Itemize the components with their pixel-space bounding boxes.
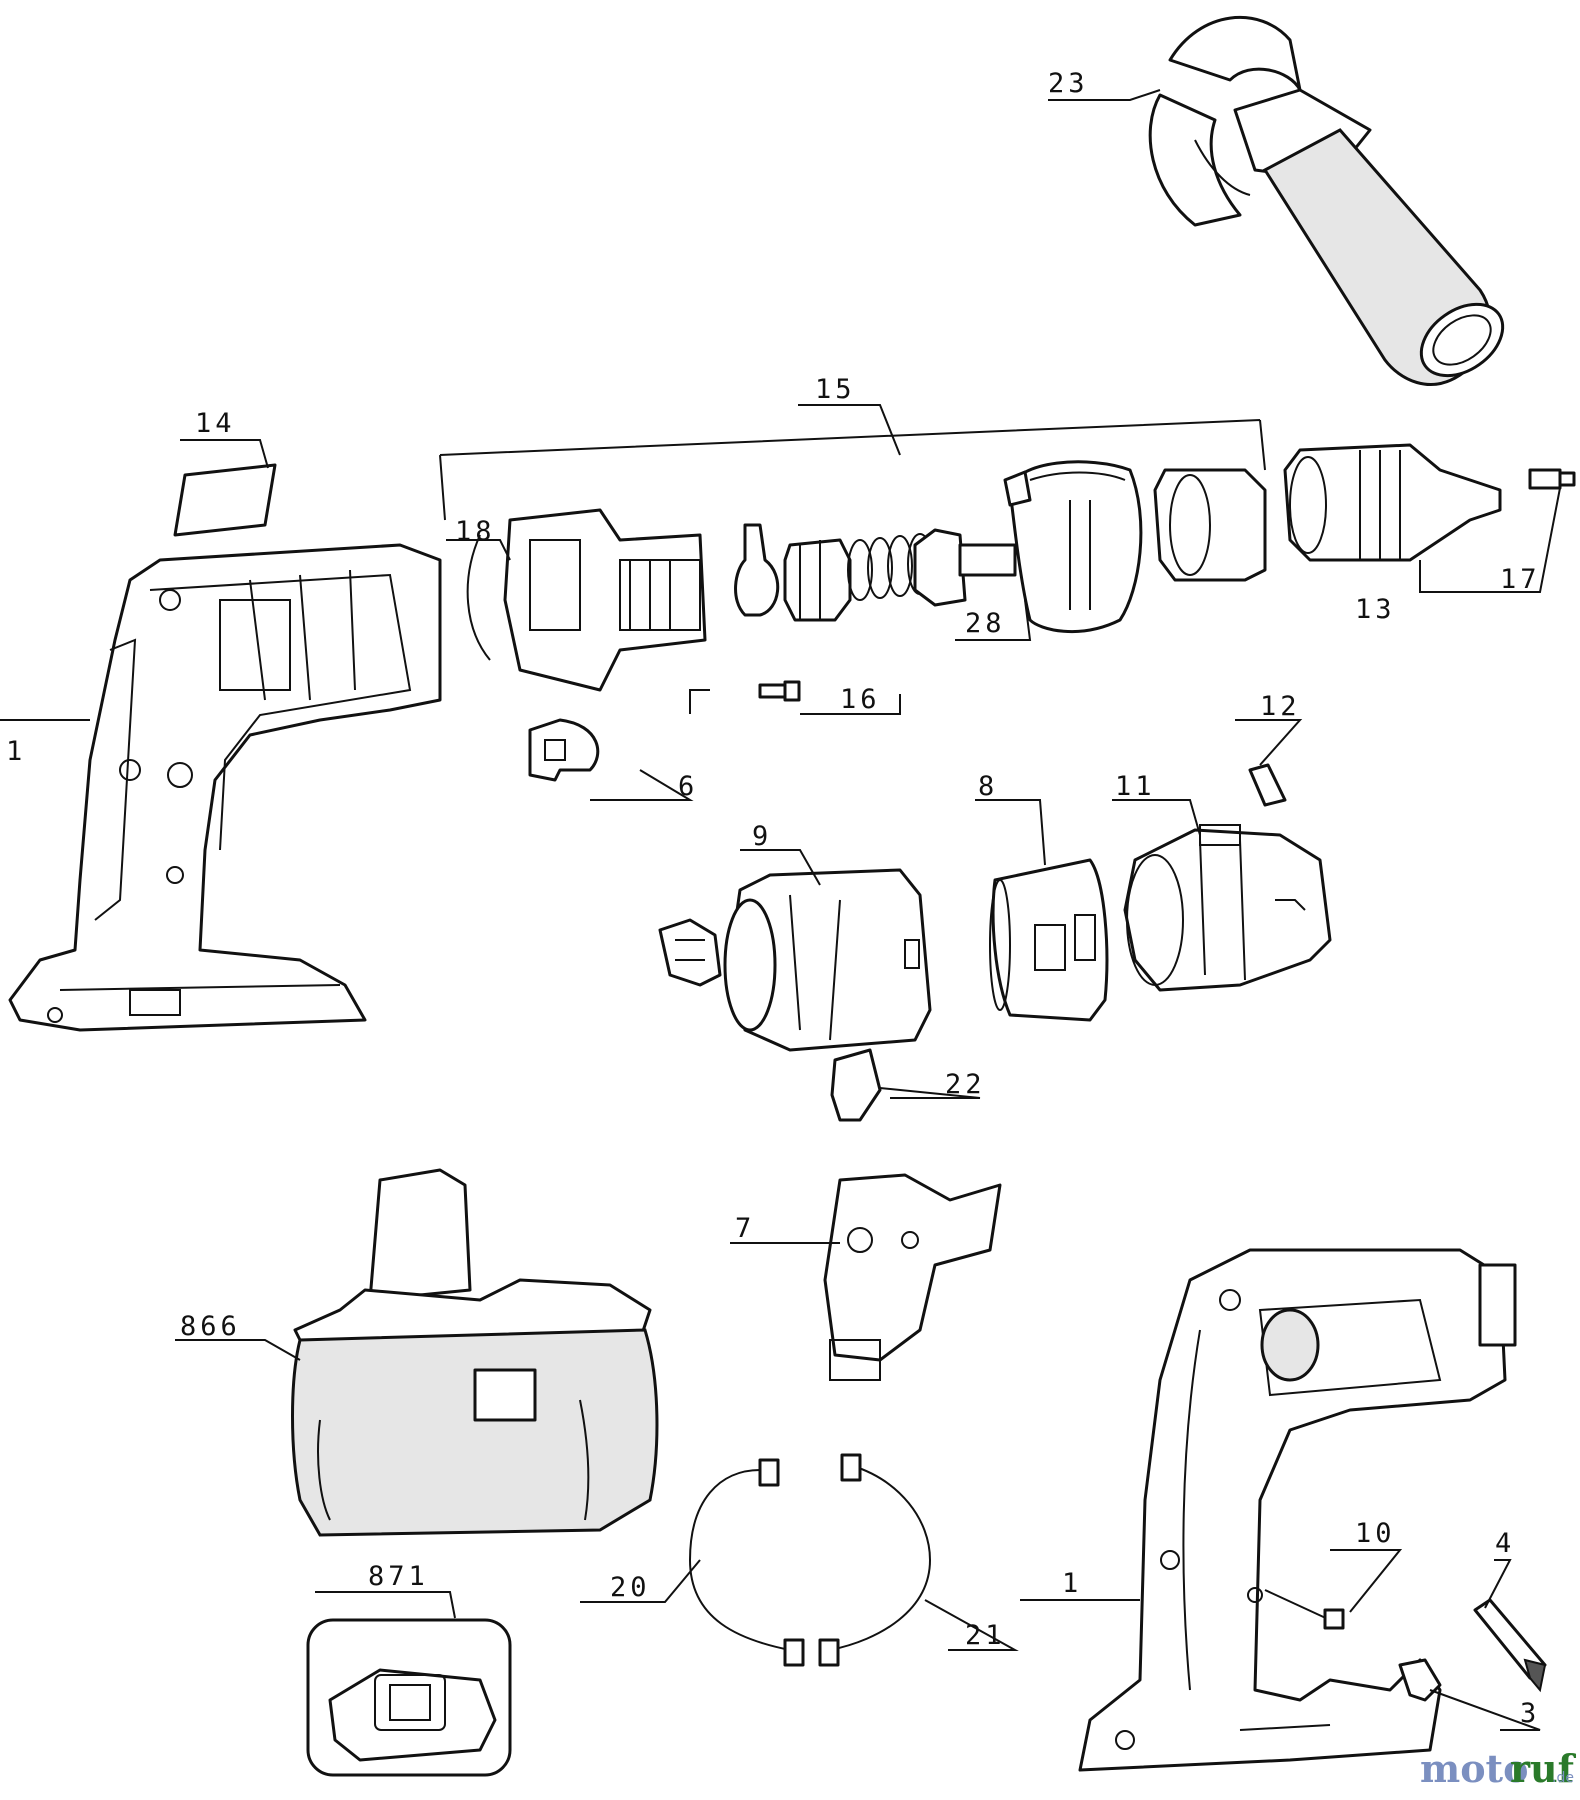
housing-half-left xyxy=(8,543,442,1032)
trigger-switch xyxy=(823,1173,1002,1381)
motor xyxy=(723,868,932,1052)
label-16: 16 xyxy=(840,684,881,715)
lead-wire-left xyxy=(688,1458,805,1667)
motor-clip xyxy=(830,1048,882,1122)
label-13: 13 xyxy=(1355,594,1396,625)
clutch-sleeve xyxy=(1153,468,1267,582)
leader-lines xyxy=(0,89,1561,1731)
label-plate xyxy=(173,463,277,537)
lead-wire-right xyxy=(818,1453,932,1667)
label-14: 14 xyxy=(195,408,236,439)
watermark-brand-a: moto xyxy=(1420,1746,1528,1791)
clip-part xyxy=(528,718,600,782)
gear-housing xyxy=(1123,824,1332,992)
brush-holder xyxy=(658,918,722,987)
mode-collar xyxy=(1003,460,1143,633)
side-handle xyxy=(1148,16,1505,386)
label-1a: 1 xyxy=(6,736,26,767)
label-866: 866 xyxy=(180,1311,241,1342)
shift-fork xyxy=(734,523,780,617)
label-21: 21 xyxy=(965,1620,1006,1651)
label-11: 11 xyxy=(1115,771,1156,802)
watermark-logo: moto ruf .de xyxy=(1420,1746,1577,1791)
label-871: 871 xyxy=(368,1561,429,1592)
label-3: 3 xyxy=(1520,1698,1540,1729)
label-6: 6 xyxy=(678,771,698,802)
watermark-suffix: .de xyxy=(1552,1770,1574,1786)
label-9: 9 xyxy=(752,821,772,852)
chuck-screw xyxy=(1528,468,1576,490)
label-18: 18 xyxy=(455,516,496,547)
housing-screw xyxy=(1264,1589,1345,1630)
gear-case xyxy=(466,508,707,692)
label-10: 10 xyxy=(1355,1518,1396,1549)
gearbox-screw xyxy=(758,680,801,702)
battery-pack xyxy=(291,1168,659,1537)
small-contact xyxy=(1248,763,1287,807)
screwdriver-bit xyxy=(1473,1598,1547,1693)
label-4: 4 xyxy=(1495,1528,1515,1559)
label-22: 22 xyxy=(945,1069,986,1100)
drill-body-assembled xyxy=(1078,1248,1517,1772)
label-7: 7 xyxy=(735,1213,755,1244)
keyless-chuck xyxy=(1283,443,1502,562)
label-17: 17 xyxy=(1500,564,1541,595)
motor-sleeve xyxy=(989,858,1109,1022)
part-labels: 23 14 15 18 1 28 16 17 13 12 6 8 11 9 22… xyxy=(6,68,1541,1729)
spindle xyxy=(913,528,1017,607)
label-23: 23 xyxy=(1048,68,1089,99)
battery-charger xyxy=(306,1618,512,1777)
watermark-brand-b: ruf xyxy=(1510,1746,1577,1791)
label-1b: 1 xyxy=(1062,1568,1082,1599)
label-12: 12 xyxy=(1260,691,1301,722)
label-8: 8 xyxy=(978,771,998,802)
label-15: 15 xyxy=(815,374,856,405)
label-20: 20 xyxy=(610,1572,651,1603)
ring-gear xyxy=(783,538,852,622)
label-28: 28 xyxy=(965,608,1006,639)
